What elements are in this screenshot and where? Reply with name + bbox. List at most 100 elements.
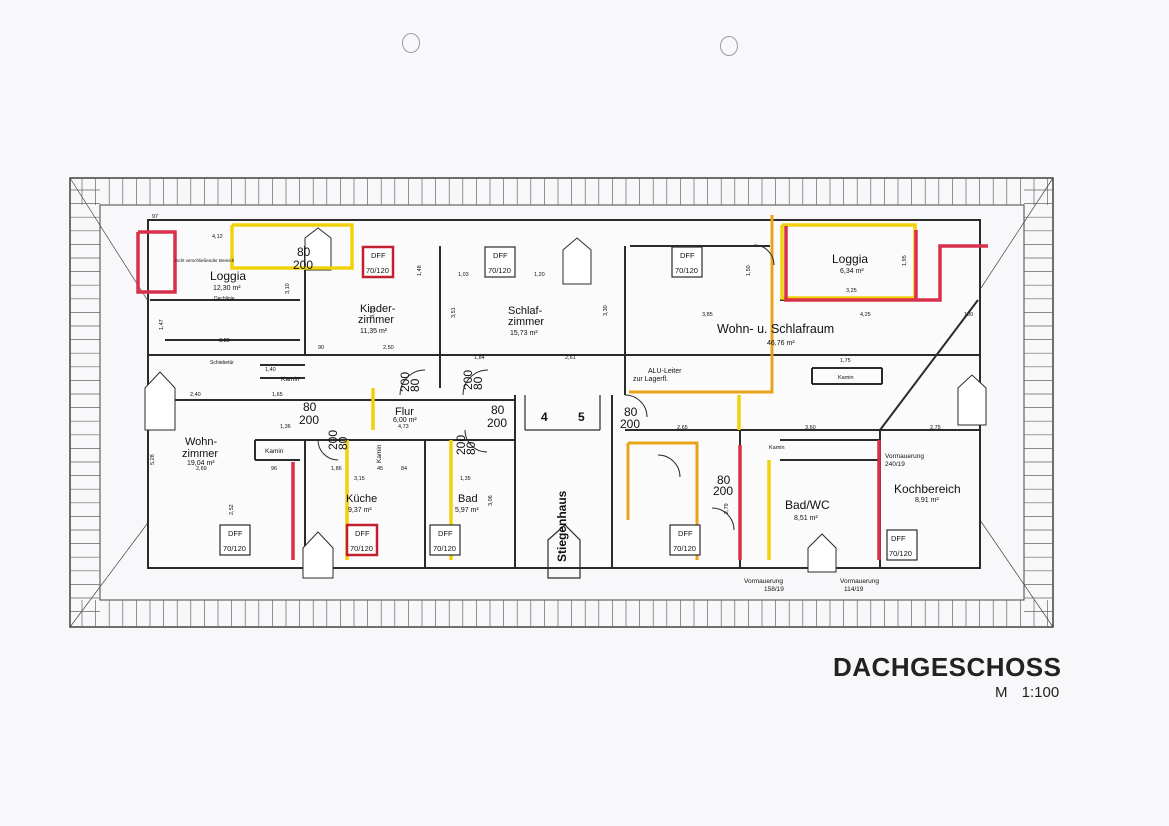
vormauerung-label: Vormauerung — [744, 578, 783, 585]
window-label: DFF — [355, 529, 370, 538]
door-label-top: 80 — [717, 473, 731, 487]
dim-97: 97 — [152, 214, 158, 220]
dim-360: 3,60 — [805, 425, 816, 431]
room-name-kinderzimmer-2: zimmer — [358, 314, 394, 326]
room-area-schlafzimmer: 15,73 m² — [510, 330, 538, 337]
plan-title: DACHGESCHOSS — [833, 652, 1062, 682]
stairwell — [524, 395, 601, 579]
sliding-door-label: Schiebetür — [210, 360, 234, 366]
dim-120: 1,20 — [534, 272, 545, 278]
window-boxes — [219, 245, 918, 561]
dim-195: 1,95 — [902, 255, 908, 266]
dim-269: 2,69 — [196, 466, 207, 472]
dimension-labels: 97 4,12 3,80 1,40 1,65 2,40 1,36 4,73 96… — [150, 214, 973, 515]
ladder-label: ALU-Leiter — [648, 368, 682, 375]
window-size: 70/120 — [350, 544, 373, 553]
door-label-bottom: 200 — [487, 416, 507, 430]
room-name-loggia-left: Loggia — [210, 269, 246, 283]
door-label-top: 80 — [491, 403, 505, 417]
vormauerung-label: Vormauerung — [885, 453, 924, 460]
dim-186: 1,86 — [331, 466, 342, 472]
window-size: 70/120 — [433, 544, 456, 553]
room-name-wohnzimmer-2: zimmer — [182, 448, 218, 460]
dim-528: 5,28 — [150, 454, 156, 465]
dim-175: 1,75 — [840, 358, 851, 364]
chimney-label: Kamin — [281, 376, 300, 383]
dim-265: 2,65 — [677, 425, 688, 431]
window-size: 70/120 — [223, 544, 246, 553]
dim-100: 100 — [964, 312, 973, 318]
window-size: 70/120 — [673, 544, 696, 553]
room-name-flur: Flur — [395, 406, 414, 418]
dim-165: 1,65 — [272, 392, 283, 398]
dim-412: 4,12 — [212, 234, 223, 240]
room-name-wohn-schlafraum: Wohn- u. Schlafraum — [717, 322, 834, 336]
room-area-loggia-right: 6,34 m² — [840, 268, 864, 275]
dim-425: 4,25 — [860, 312, 871, 318]
room-name-bad: Bad — [458, 493, 478, 505]
dim-136: 1,36 — [280, 424, 291, 430]
dim-148: 1,48 — [417, 265, 423, 276]
stair-label-5: 5 — [578, 410, 585, 424]
door-label-bottom: 200 — [326, 430, 340, 450]
dim-306: 3,06 — [488, 495, 494, 506]
dim-351: 3,51 — [370, 307, 376, 318]
dim-380: 3,80 — [219, 338, 230, 344]
room-name-loggia-right: Loggia — [832, 252, 868, 266]
vormauerung-size: 114/19 — [844, 586, 864, 593]
dim-315: 3,15 — [354, 476, 365, 482]
dim-140: 1,40 — [265, 367, 276, 373]
door-label-top: 80 — [624, 405, 638, 419]
room-name-schlafzimmer-2: zimmer — [508, 316, 544, 328]
room-labels: Loggia 12,30 m² Kinder- zimmer 11,35 m² … — [182, 252, 961, 562]
dim-147: 1,47 — [159, 319, 165, 330]
roofline-label: Dachlinie — [214, 296, 235, 302]
dim-279: 2,79 — [724, 503, 730, 514]
chimney-label: Kamin — [838, 375, 854, 381]
room-name-wohnzimmer: Wohn- — [185, 436, 218, 448]
dim-385: 3,85 — [702, 312, 713, 318]
window-labels: DFF 70/120 DFF 70/120 DFF 70/120 DFF 70/… — [223, 251, 912, 558]
room-name-kinderzimmer: Kinder- — [360, 303, 396, 315]
misc-labels: Kamin Kamin Kamin Kamin Kamin ALU-Leiter… — [175, 258, 924, 593]
window-label: DFF — [371, 251, 386, 260]
zone-label: nicht verschließender Bereich — [175, 258, 235, 263]
dim-96: 96 — [271, 466, 277, 472]
door-label-top: 80 — [464, 441, 478, 455]
window-label: DFF — [680, 251, 695, 260]
window-label: DFF — [228, 529, 243, 538]
room-area-kochbereich: 8,91 m² — [915, 497, 939, 504]
window-size: 70/120 — [889, 549, 912, 558]
window-size: 70/120 — [488, 266, 511, 275]
ladder-label-2: zur Lagerfl. — [633, 376, 668, 383]
door-label-bottom: 200 — [398, 372, 412, 392]
room-area-loggia-left: 12,30 m² — [213, 285, 241, 292]
door-label-bottom: 200 — [454, 435, 468, 455]
chimney-label: Kamin — [769, 445, 785, 451]
roof-grid — [69, 177, 1054, 628]
red-markers — [136, 226, 988, 560]
room-area-flur: 6,00 m² — [393, 417, 417, 424]
dim-275: 2,75 — [930, 425, 941, 431]
dim-252: 2,52 — [229, 504, 235, 515]
window-label: DFF — [438, 529, 453, 538]
dim-351b: 3,51 — [451, 307, 457, 318]
plan-scale: M 1:100 — [995, 684, 1060, 701]
door-label-top: 80 — [471, 376, 485, 390]
room-name-schlafzimmer: Schlaf- — [508, 305, 543, 317]
dim-330: 3,30 — [603, 305, 609, 316]
dim-310: 3,10 — [285, 283, 291, 294]
dim-135: 1,35 — [460, 476, 471, 482]
room-area-wohnzimmer: 19,04 m² — [187, 460, 215, 467]
window-label: DFF — [891, 534, 906, 543]
room-name-stiegenhaus: Stiegenhaus — [555, 490, 569, 562]
chimney-symbols — [144, 227, 987, 579]
punch-hole-right — [720, 36, 738, 56]
door-arcs — [317, 244, 775, 531]
door-label-bottom: 200 — [299, 413, 319, 427]
dim-45: 45 — [377, 466, 383, 472]
door-label-top: 80 — [336, 436, 350, 450]
dim-84: 84 — [401, 466, 407, 472]
dim-150: 1,50 — [746, 265, 752, 276]
